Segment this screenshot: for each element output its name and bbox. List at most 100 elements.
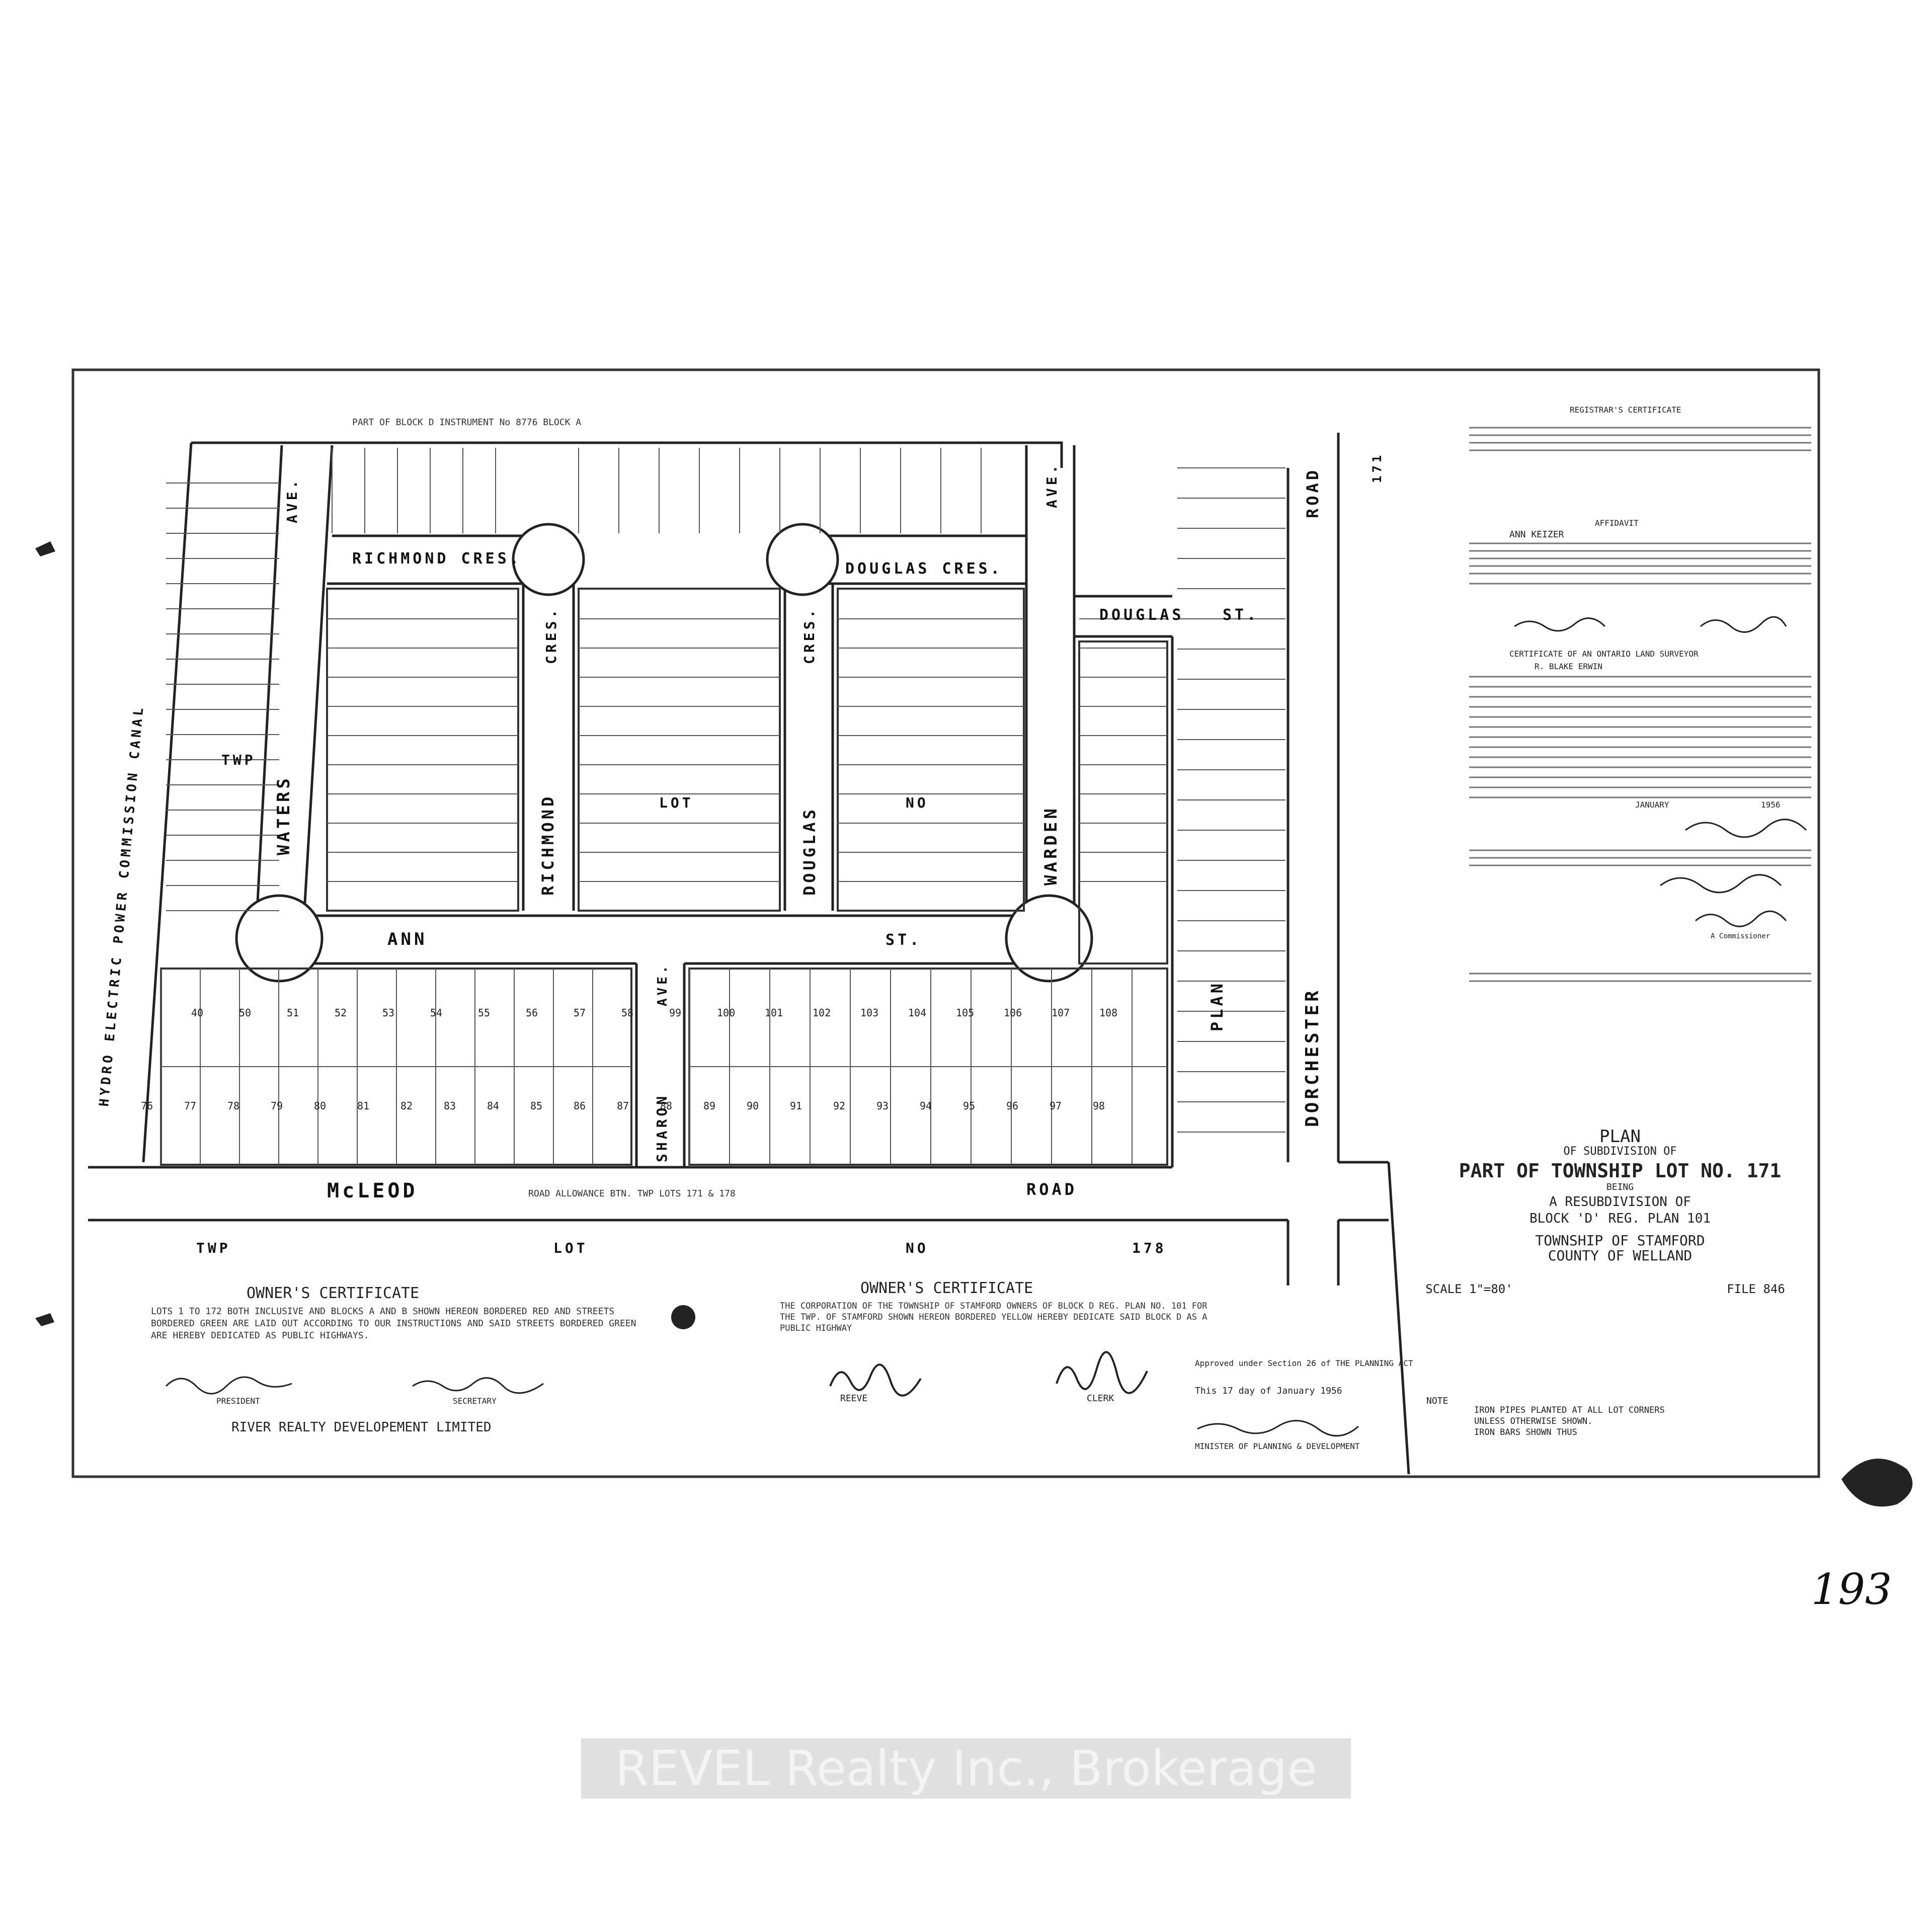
approval-text: Approved under Section 26 of THE PLANNIN…	[1195, 1358, 1413, 1368]
lot-number: 101	[765, 1007, 783, 1019]
owners-certificate-left-president: PRESIDENT	[216, 1396, 260, 1406]
lot-number: 100	[717, 1007, 735, 1019]
douglas-cres-vertical-label: DOUGLAS	[800, 807, 819, 896]
lot-number: 102	[813, 1007, 831, 1019]
douglas-cres-label: DOUGLAS CRES.	[845, 560, 1003, 578]
page-number: 193	[1811, 1565, 1892, 1614]
richmond-cres-label: RICHMOND CRES.	[352, 550, 522, 568]
note-block: NOTE IRON PIPES PLANTED AT ALL LOT CORNE…	[1426, 1396, 1665, 1437]
sharon-ave-suffix: AVE.	[655, 962, 670, 1006]
approval-date: This 17 day of January 1956	[1195, 1386, 1342, 1396]
title-of-subdivision: OF SUBDIVISION OF	[1563, 1145, 1676, 1158]
canal-label: HYDRO ELECTRIC POWER COMMISSION CANAL	[97, 704, 147, 1107]
title-county: COUNTY OF WELLAND	[1548, 1247, 1693, 1264]
no-label-center: NO	[906, 794, 929, 811]
note-heading: NOTE	[1426, 1396, 1448, 1406]
sharon-ave-label: SHARON	[654, 1093, 670, 1162]
lot-number: 103	[860, 1007, 878, 1019]
title-resubdivision: A RESUBDIVISION OF	[1549, 1194, 1691, 1210]
lot-label-south: LOT	[553, 1240, 588, 1256]
lot-number: 98	[1093, 1100, 1105, 1112]
lot-lines	[160, 448, 1285, 1165]
lot-number: 89	[703, 1100, 715, 1112]
title-block: PLAN OF SUBDIVISION OF PART OF TOWNSHIP …	[1425, 1126, 1785, 1296]
title-part-of: PART OF TOWNSHIP LOT NO. 171	[1459, 1160, 1782, 1182]
lot-number: 94	[920, 1100, 932, 1112]
lot-number: 97	[1050, 1100, 1062, 1112]
ann-st-suffix: ST.	[886, 931, 922, 949]
title-scale: SCALE 1"=80'	[1425, 1282, 1512, 1296]
note-line-2: UNLESS OTHERWISE SHOWN.	[1474, 1416, 1592, 1426]
mcleod-road-label: McLEOD	[327, 1179, 418, 1202]
owners-certificate-right-clerk: CLERK	[1087, 1393, 1114, 1404]
lot-number: 96	[1006, 1100, 1018, 1112]
lot-number: 79	[271, 1100, 283, 1112]
lot-number: 57	[574, 1007, 586, 1019]
lot-number: 77	[184, 1100, 196, 1112]
owners-certificate-right-body: THE CORPORATION OF THE TOWNSHIP OF STAMF…	[780, 1301, 1208, 1333]
commissioner-label: A Commissioner	[1711, 932, 1770, 940]
lot-178-label: 178	[1132, 1240, 1167, 1256]
ann-st-label: ANN	[387, 929, 427, 949]
street-labels: RICHMOND CRES. DOUGLAS CRES. WATERS AVE.…	[97, 417, 1384, 1256]
owners-certificate-left-secretary: SECRETARY	[453, 1396, 497, 1406]
note-line-1: IRON PIPES PLANTED AT ALL LOT CORNERS	[1474, 1405, 1665, 1415]
douglas-st-label: DOUGLAS	[1099, 606, 1184, 624]
lot-number: 81	[357, 1100, 369, 1112]
warden-ave-suffix: AVE.	[1043, 462, 1060, 508]
lot-number: 88	[660, 1100, 672, 1112]
lot-number: 87	[617, 1100, 629, 1112]
lot-number: 84	[487, 1100, 499, 1112]
signature-surveyor-2	[1660, 874, 1782, 894]
lot-number: 85	[530, 1100, 542, 1112]
plan-label-east: PLAN	[1208, 981, 1227, 1031]
signature-surveyor	[1685, 819, 1807, 838]
twp-label-south: TWP	[196, 1240, 231, 1256]
waters-ave-label: WATERS	[274, 775, 294, 855]
douglas-cres-vertical-suffix: CRES.	[801, 607, 818, 664]
title-township: TOWNSHIP OF STAMFORD	[1535, 1232, 1705, 1249]
signature-secretary	[412, 1377, 544, 1394]
lot-blocks	[160, 588, 1168, 1166]
lot-number: 54	[430, 1007, 442, 1019]
warden-ave-label: WARDEN	[1041, 806, 1061, 886]
lot-number: 80	[314, 1100, 326, 1112]
richmond-cres-vertical-label: RICHMOND	[538, 794, 557, 896]
turning-circles	[235, 523, 1093, 983]
registrar-text-lines	[1469, 427, 1811, 982]
waters-ave-suffix: AVE.	[284, 477, 300, 523]
title-plan: PLAN	[1599, 1126, 1641, 1147]
owners-certificate-left: OWNER'S CERTIFICATE LOTS 1 TO 172 BOTH I…	[151, 1284, 636, 1435]
lot-number: 95	[963, 1100, 975, 1112]
signature-deponent	[1700, 616, 1787, 633]
lot-number: 106	[1004, 1007, 1022, 1019]
lot-number: 108	[1099, 1007, 1117, 1019]
affidavit-deponent: ANN KEIZER	[1509, 529, 1564, 540]
registrar-heading: REGISTRAR'S CERTIFICATE	[1570, 405, 1681, 415]
dorchester-road-label: DORCHESTER	[1302, 988, 1323, 1127]
signature-clerk	[1056, 1351, 1148, 1394]
signature-minister	[1197, 1420, 1359, 1437]
surveyor-heading: CERTIFICATE OF AN ONTARIO LAND SURVEYOR	[1509, 649, 1699, 659]
top-strip-label: PART OF BLOCK D INSTRUMENT No 8776 BLOCK…	[352, 417, 581, 428]
douglas-st-suffix: ST.	[1223, 606, 1259, 624]
richmond-cres-vertical-suffix: CRES.	[543, 607, 559, 664]
signature-reeve	[829, 1363, 922, 1397]
brokerage-watermark: REVEL Realty Inc., Brokerage	[581, 1738, 1351, 1799]
lot-number: 55	[478, 1007, 490, 1019]
road-allowance-label: ROAD ALLOWANCE BTN. TWP LOTS 171 & 178	[528, 1188, 736, 1199]
lot-number: 93	[876, 1100, 889, 1112]
owners-certificate-right: OWNER'S CERTIFICATE THE CORPORATION OF T…	[780, 1279, 1413, 1451]
registrar-certificates: REGISTRAR'S CERTIFICATE AFFIDAVIT ANN KE…	[1469, 405, 1811, 982]
scan-marks	[35, 541, 1913, 1507]
lot-number: 83	[444, 1100, 456, 1112]
lot-number: 92	[833, 1100, 845, 1112]
title-file: FILE 846	[1727, 1282, 1785, 1296]
twp-label-west: TWP	[221, 752, 256, 768]
owners-certificate-left-company: RIVER REALTY DEVELOPEMENT LIMITED	[231, 1420, 492, 1435]
approval-minister: MINISTER OF PLANNING & DEVELOPMENT	[1195, 1441, 1360, 1451]
signature-commissioner-2	[1695, 910, 1787, 927]
